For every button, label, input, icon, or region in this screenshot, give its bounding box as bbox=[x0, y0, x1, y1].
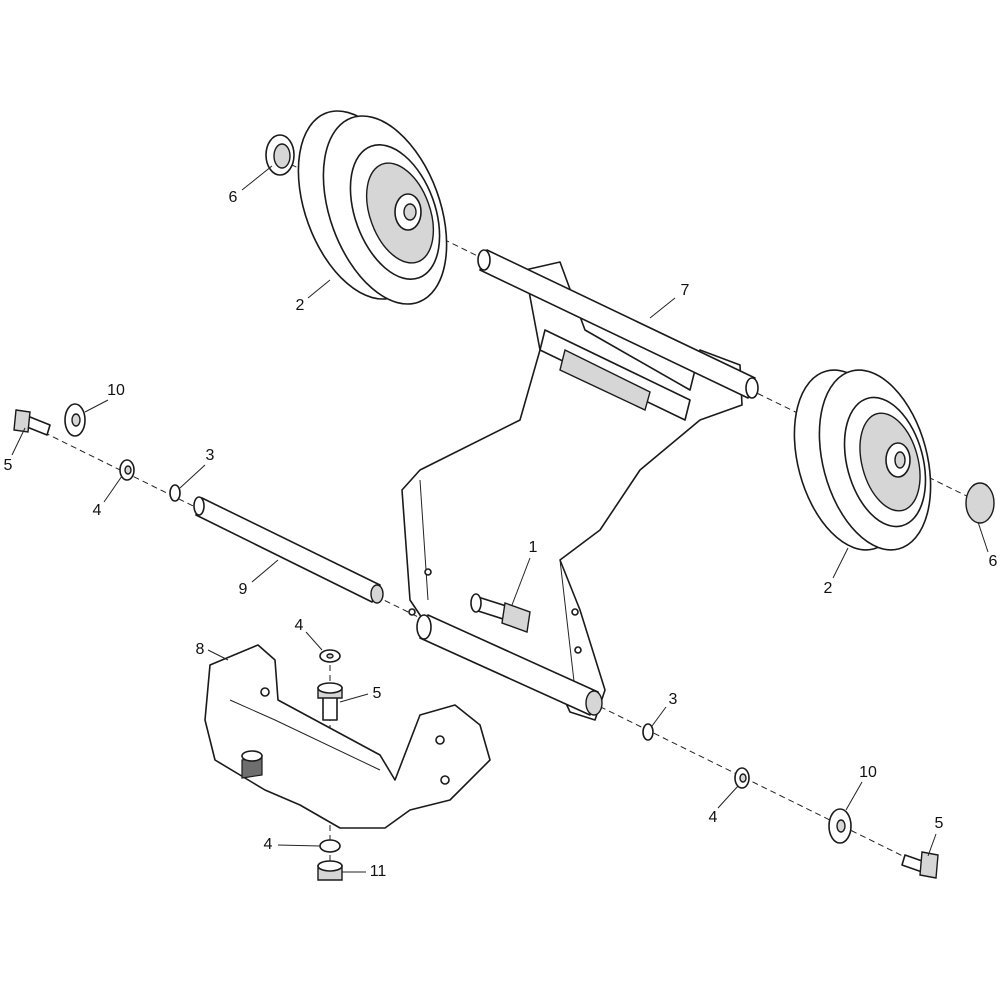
bolt-right-icon bbox=[901, 851, 939, 879]
callout-7: 7 bbox=[680, 282, 690, 299]
large-washer-left-icon bbox=[64, 403, 86, 437]
callout-2: 2 bbox=[823, 580, 833, 597]
large-washer-right-icon bbox=[828, 808, 852, 844]
leader-lines bbox=[11, 165, 989, 873]
wheel-right-icon bbox=[793, 369, 932, 551]
washer-right-icon bbox=[734, 767, 750, 789]
callout-5: 5 bbox=[372, 685, 382, 702]
callout-11: 11 bbox=[369, 863, 387, 880]
washer-top-icon bbox=[319, 649, 341, 663]
callout-10: 10 bbox=[107, 382, 125, 399]
bolt-vertical-icon bbox=[317, 682, 343, 721]
callout-3: 3 bbox=[668, 691, 678, 708]
axle-rod-icon bbox=[193, 496, 384, 604]
nut-icon bbox=[317, 860, 343, 881]
callout-6: 6 bbox=[988, 553, 998, 570]
wheel-cap-ring-icon bbox=[265, 134, 295, 176]
callout-6: 6 bbox=[228, 189, 238, 206]
frame-bolt-icon bbox=[470, 593, 531, 633]
callout-4: 4 bbox=[263, 836, 273, 853]
callout-5: 5 bbox=[3, 457, 13, 474]
callout-2: 2 bbox=[295, 297, 305, 314]
callout-10: 10 bbox=[859, 764, 877, 781]
callout-5: 5 bbox=[934, 815, 944, 832]
wheel-frame-icon bbox=[401, 249, 759, 721]
callout-9: 9 bbox=[238, 581, 248, 598]
small-washer-left-icon bbox=[169, 484, 181, 502]
callout-1: 1 bbox=[528, 539, 538, 556]
callout-4: 4 bbox=[294, 617, 304, 634]
wheel-cap-icon bbox=[965, 482, 995, 524]
washer-left-icon bbox=[119, 459, 135, 481]
bolt-left-icon bbox=[13, 409, 51, 436]
washer-bottom-icon bbox=[319, 839, 341, 853]
callout-4: 4 bbox=[92, 502, 102, 519]
mounting-bracket-icon bbox=[204, 644, 491, 829]
wheel-top-icon bbox=[297, 110, 448, 305]
callout-8: 8 bbox=[195, 641, 205, 658]
callout-4: 4 bbox=[708, 809, 718, 826]
callout-3: 3 bbox=[205, 447, 215, 464]
small-washer-right-icon bbox=[642, 723, 654, 741]
